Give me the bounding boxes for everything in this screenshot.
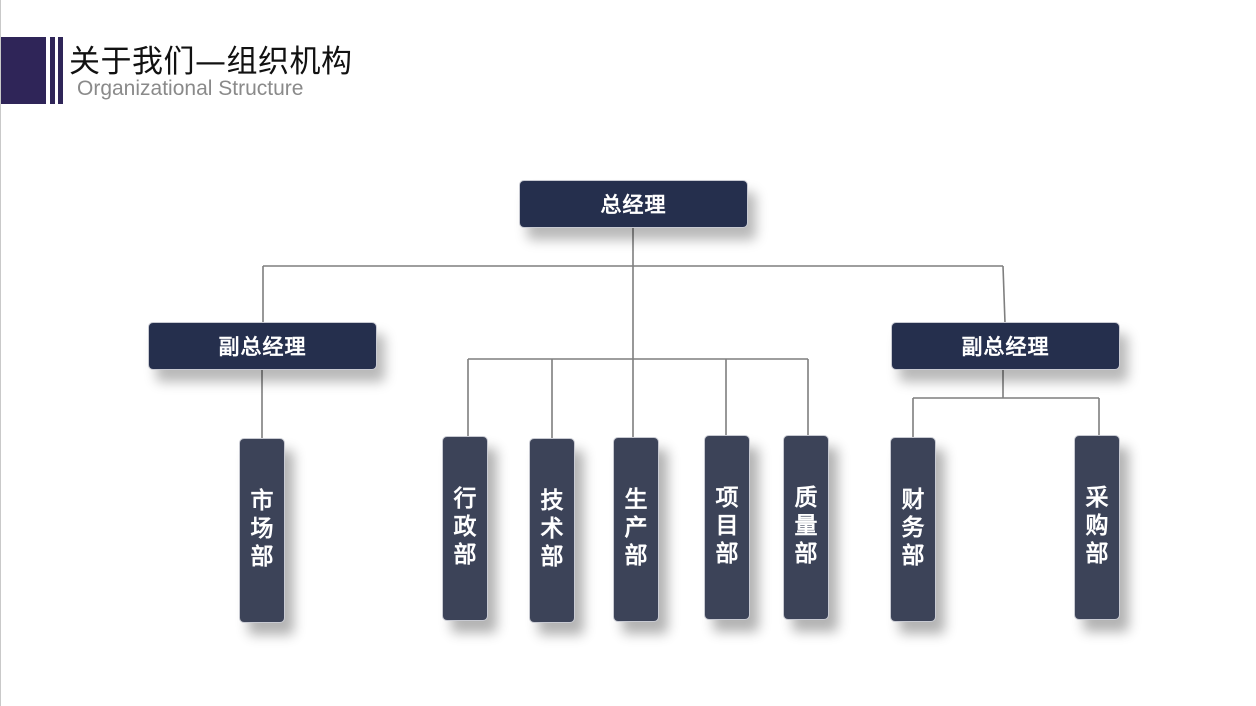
- connector-line: [1002, 265, 1006, 324]
- dept-label: 采购部: [1085, 485, 1109, 567]
- page-title: 关于我们—组织机构: [69, 44, 353, 80]
- title-accent-block: [1, 37, 46, 104]
- node-label: 副总经理: [961, 335, 1050, 359]
- node-label: 副总经理: [218, 335, 307, 359]
- title-accent-stripe: [58, 37, 63, 104]
- node-dept-production: 生产部: [613, 437, 659, 622]
- node-vp-left: 副总经理: [148, 322, 377, 370]
- dept-label: 项目部: [715, 485, 739, 567]
- node-dept-marketing: 市场部: [239, 438, 285, 623]
- dept-label: 财务部: [901, 487, 925, 569]
- node-dept-purchasing: 采购部: [1074, 435, 1120, 620]
- dept-label: 行政部: [453, 486, 477, 568]
- node-dept-tech: 技术部: [529, 438, 575, 623]
- left-border: [0, 0, 1, 706]
- node-label: 总经理: [600, 193, 667, 217]
- node-vp-right: 副总经理: [891, 322, 1120, 370]
- node-dept-finance: 财务部: [890, 437, 936, 622]
- title-accent-stripe: [50, 37, 55, 104]
- node-dept-admin: 行政部: [442, 436, 488, 621]
- dept-label: 质量部: [794, 485, 818, 567]
- node-dept-quality: 质量部: [783, 435, 829, 620]
- node-dept-project: 项目部: [704, 435, 750, 620]
- node-general-manager: 总经理: [519, 180, 748, 228]
- dept-label: 技术部: [540, 488, 564, 570]
- page-subtitle: Organizational Structure: [77, 77, 304, 100]
- dept-label: 市场部: [250, 488, 274, 570]
- dept-label: 生产部: [624, 487, 648, 569]
